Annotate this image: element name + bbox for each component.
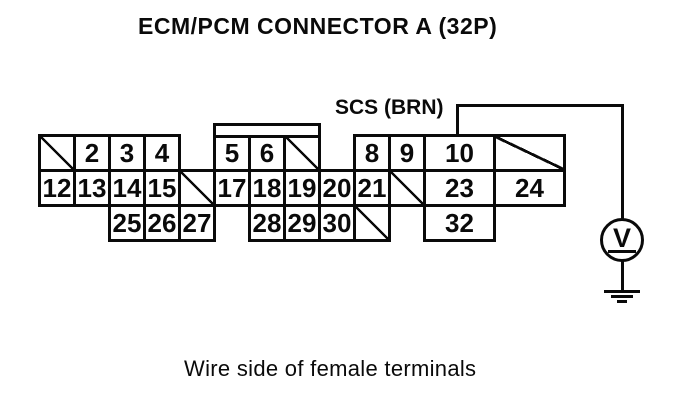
connector-cap (213, 123, 321, 138)
scs-wire-label: SCS (BRN) (335, 96, 444, 119)
empty-pin-cell (178, 169, 216, 207)
pin-cell-30: 30 (318, 204, 356, 242)
pin-cell-24: 24 (493, 169, 566, 207)
empty-pin-cell (283, 134, 321, 172)
empty-pin-cell (38, 134, 76, 172)
pin-cell-10: 10 (423, 134, 496, 172)
page-title: ECM/PCM CONNECTOR A (32P) (138, 13, 498, 39)
voltmeter-symbol: V (612, 222, 631, 253)
pin-cell-18: 18 (248, 169, 286, 207)
pin-cell-21: 21 (353, 169, 391, 207)
pin-cell-26: 26 (143, 204, 181, 242)
pin-cell-12: 12 (38, 169, 76, 207)
pin-cell-32: 32 (423, 204, 496, 242)
voltmeter-icon: V (600, 218, 644, 262)
pin-cell-6: 6 (248, 134, 286, 172)
empty-pin-cell (493, 134, 566, 172)
pin-cell-14: 14 (108, 169, 146, 207)
pin-cell-25: 25 (108, 204, 146, 242)
pin-cell-13: 13 (73, 169, 111, 207)
pin-cell-29: 29 (283, 204, 321, 242)
pin-cell-27: 27 (178, 204, 216, 242)
pin-cell-19: 19 (283, 169, 321, 207)
pin-cell-9: 9 (388, 134, 426, 172)
wire-to-ground (621, 261, 624, 291)
diagram-caption: Wire side of female terminals (184, 356, 477, 381)
ground-icon-bar2 (611, 295, 633, 298)
ground-icon (604, 290, 640, 293)
wire-pin10-vertical (456, 104, 459, 136)
pin-cell-28: 28 (248, 204, 286, 242)
pin-cell-17: 17 (213, 169, 251, 207)
ground-icon-bar3 (617, 300, 627, 303)
pin-cell-23: 23 (423, 169, 496, 207)
empty-pin-cell (353, 204, 391, 242)
pin-cell-20: 20 (318, 169, 356, 207)
pin-cell-8: 8 (353, 134, 391, 172)
pin-cell-5: 5 (213, 134, 251, 172)
pin-cell-15: 15 (143, 169, 181, 207)
wire-to-voltmeter (621, 104, 624, 220)
voltmeter-bar (608, 249, 636, 253)
pin-cell-3: 3 (108, 134, 146, 172)
pin-cell-4: 4 (143, 134, 181, 172)
pin-cell-2: 2 (73, 134, 111, 172)
empty-pin-cell (388, 169, 426, 207)
wire-horizontal (456, 104, 624, 107)
